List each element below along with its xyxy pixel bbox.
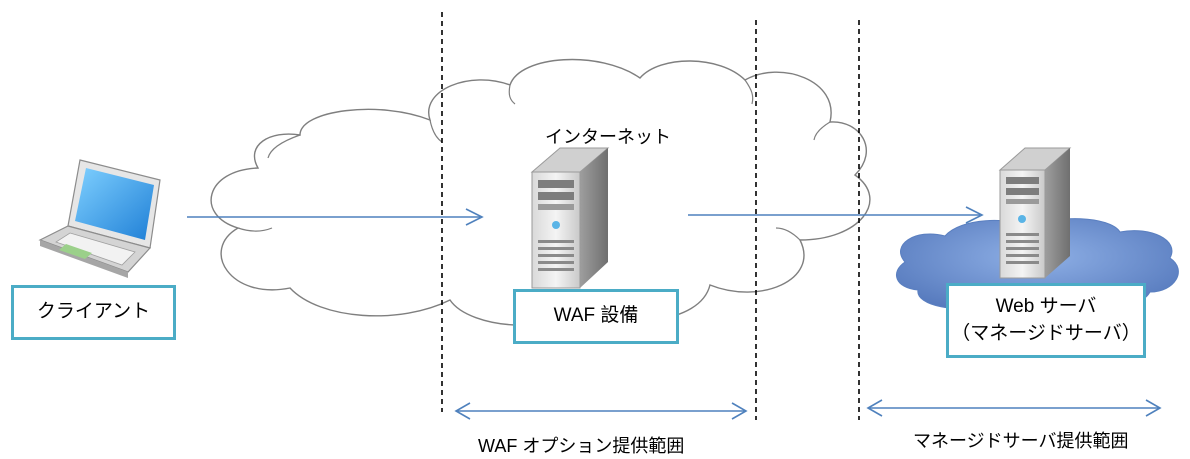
server-icon bbox=[530, 147, 610, 289]
web-server-box: Web サーバ （マネージドサーバ） bbox=[946, 283, 1146, 358]
server-icon bbox=[998, 147, 1072, 279]
waf-range-arrow bbox=[454, 402, 748, 420]
managed-range-label: マネージドサーバ提供範囲 bbox=[913, 431, 1129, 451]
web-server-label: Web サーバ bbox=[995, 295, 1097, 317]
flow-arrow bbox=[187, 208, 484, 226]
flow-arrow bbox=[688, 206, 984, 224]
client-label: クライアント bbox=[36, 301, 151, 323]
client-box: クライアント bbox=[11, 285, 176, 340]
cloud-label: インターネット bbox=[545, 127, 671, 147]
web-server-sublabel: （マネージドサーバ） bbox=[951, 322, 1141, 344]
waf-label: WAF 設備 bbox=[553, 305, 639, 327]
waf-range-label: WAF オプション提供範囲 bbox=[478, 436, 685, 456]
waf-box: WAF 設備 bbox=[513, 289, 679, 344]
laptop-icon bbox=[38, 159, 161, 278]
managed-range-arrow bbox=[866, 399, 1162, 417]
